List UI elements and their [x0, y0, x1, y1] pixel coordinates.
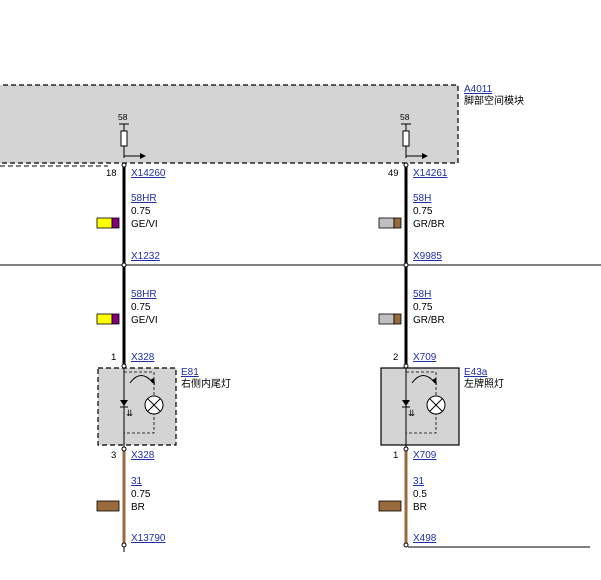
left-top-pin: 18 — [106, 168, 117, 179]
left-wire1-id-link[interactable]: 58HR — [131, 193, 157, 204]
left-lamp-id-link[interactable]: E81 — [181, 367, 199, 378]
right-wire2-color: GR/BR — [413, 315, 445, 326]
left-fuse-label: 58 — [118, 112, 128, 122]
left-wire1-size: 0.75 — [131, 206, 151, 217]
left-ground-connector-link[interactable]: X13790 — [131, 533, 166, 544]
right-wire3-id-link[interactable]: 31 — [413, 476, 425, 487]
left-wire2-id-link[interactable]: 58HR — [131, 289, 157, 300]
left-wire2-swatch — [96, 313, 120, 325]
svg-text:⇊: ⇊ — [126, 408, 133, 418]
left-top-connector-link[interactable]: X14260 — [131, 168, 166, 179]
right-wire3-size: 0.5 — [413, 489, 427, 500]
right-wire2-swatch — [378, 313, 402, 325]
right-wire3-swatch — [378, 500, 402, 512]
right-wire1-id-link[interactable]: 58H — [413, 193, 431, 204]
left-lamp-pin-bottom: 3 — [111, 450, 116, 461]
left-wire2-color: GE/VI — [131, 315, 158, 326]
right-wire1-swatch — [378, 217, 402, 229]
left-mid-connector-link[interactable]: X1232 — [131, 251, 160, 262]
left-wire1-color: GE/VI — [131, 219, 158, 230]
left-wire1-swatch — [96, 217, 120, 229]
right-top-connector-link[interactable]: X14261 — [413, 168, 448, 179]
svg-text:⇊: ⇊ — [408, 408, 415, 418]
right-fuse-icon — [402, 130, 410, 147]
left-wire2-size: 0.75 — [131, 302, 151, 313]
right-wire3-color: BR — [413, 502, 427, 513]
left-lamp-connector-top-link[interactable]: X328 — [131, 352, 155, 363]
right-lamp-name: 左牌照灯 — [464, 377, 504, 390]
right-branch: 58 49 X14261 58H 0.75 GR/BR X9985 58H 0.… — [378, 112, 590, 548]
left-lamp-name: 右侧内尾灯 — [181, 377, 231, 390]
module-name: 脚部空间模块 — [464, 94, 524, 107]
right-lamp-pin-bottom: 1 — [393, 450, 398, 461]
right-lamp-connector-bottom-link[interactable]: X709 — [413, 450, 437, 461]
module-box[interactable] — [0, 84, 459, 164]
right-wire2-size: 0.75 — [413, 302, 433, 313]
right-fuse-label: 58 — [400, 112, 410, 122]
left-lamp-box[interactable] — [97, 367, 177, 446]
left-lamp-bulb-icon — [144, 395, 164, 415]
left-wire3-id-link[interactable]: 31 — [131, 476, 143, 487]
module-id-link[interactable]: A4011 — [464, 84, 493, 95]
left-lamp-pin-top: 1 — [111, 352, 116, 363]
left-lamp-connector-bottom-link[interactable]: X328 — [131, 450, 155, 461]
right-lamp-connector-top-link[interactable]: X709 — [413, 352, 437, 363]
left-branch: 58 18 X14260 58HR 0.75 GE/VI X1232 58HR … — [96, 112, 231, 552]
right-mid-connector-link[interactable]: X9985 — [413, 251, 442, 262]
right-top-pin: 49 — [388, 168, 399, 179]
right-wire1-color: GR/BR — [413, 219, 445, 230]
right-ground-connector-link[interactable]: X498 — [413, 533, 437, 544]
left-wire3-color: BR — [131, 502, 145, 513]
left-fuse-icon — [120, 130, 128, 147]
left-diode-icon — [120, 400, 128, 406]
right-lamp-pin-top: 2 — [393, 352, 398, 363]
right-wire1-size: 0.75 — [413, 206, 433, 217]
right-wire2-id-link[interactable]: 58H — [413, 289, 431, 300]
right-lamp-box[interactable] — [380, 367, 460, 446]
right-lamp-bulb-icon — [426, 395, 446, 415]
right-diode-icon — [402, 400, 410, 406]
left-wire3-size: 0.75 — [131, 489, 151, 500]
left-wire3-swatch — [96, 500, 120, 512]
right-lamp-id-link[interactable]: E43a — [464, 367, 488, 378]
